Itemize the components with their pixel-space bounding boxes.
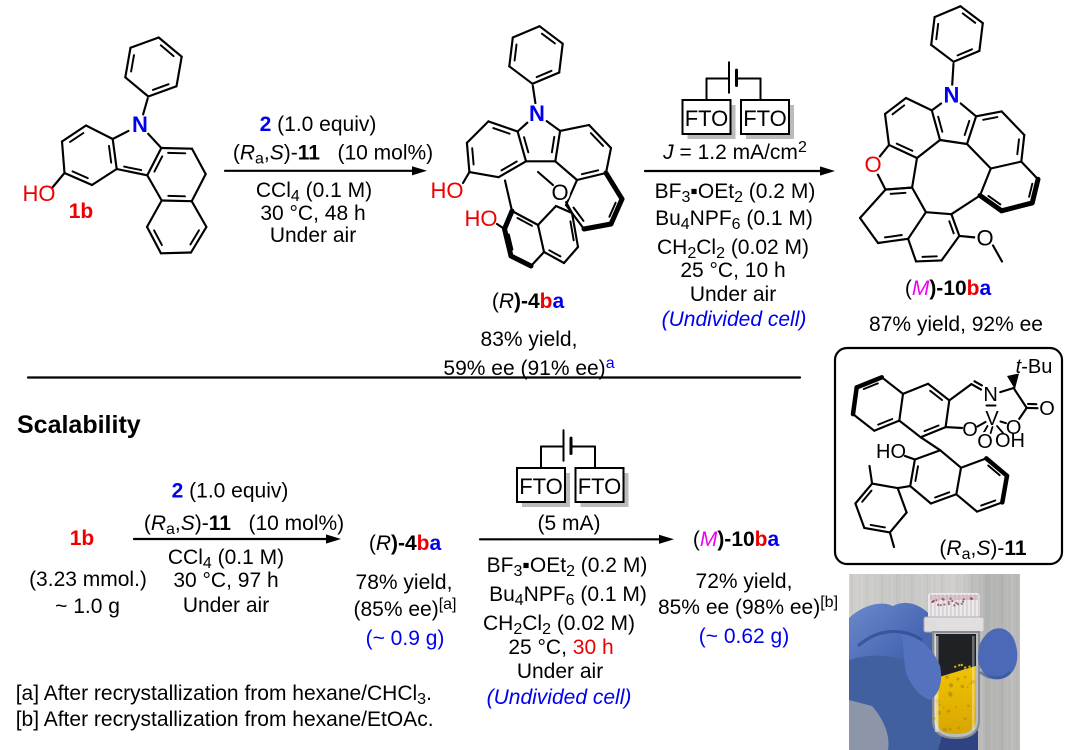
svg-text:Scalability: Scalability [17, 411, 141, 439]
svg-text:J = 1.2 mA/cm2: J = 1.2 mA/cm2 [662, 139, 807, 164]
svg-text:FTO: FTO [685, 106, 729, 131]
svg-text:O: O [1039, 398, 1055, 420]
svg-text:83% yield,: 83% yield, [481, 328, 578, 351]
svg-text:[b] After recrystallization fr: [b] After recrystallization from hexane/… [16, 708, 434, 731]
svg-text:CH2Cl2 (0.02 M): CH2Cl2 (0.02 M) [657, 236, 809, 262]
svg-text:O: O [551, 180, 568, 205]
svg-text:Bu4NPF6 (0.1 M): Bu4NPF6 (0.1 M) [655, 207, 813, 233]
svg-text:1b: 1b [69, 200, 94, 223]
svg-text:85% ee (98% ee)[b]: 85% ee (98% ee)[b] [658, 594, 838, 619]
svg-text:72% yield,: 72% yield, [696, 570, 793, 593]
svg-text:FTO: FTO [743, 106, 787, 131]
svg-text:(Ra,S)-11 (10 mol%): (Ra,S)-11 (10 mol%) [233, 142, 433, 168]
svg-text:O: O [1006, 417, 1022, 439]
svg-text:(M)-10ba: (M)-10ba [693, 528, 780, 551]
svg-text:O: O [977, 431, 993, 453]
svg-text:CCl4 (0.1 M): CCl4 (0.1 M) [256, 179, 372, 205]
svg-text:(M)-10ba: (M)-10ba [905, 277, 992, 300]
svg-text:(~ 0.9 g): (~ 0.9 g) [366, 627, 445, 650]
svg-text:30 °C, 97 h: 30 °C, 97 h [173, 569, 278, 592]
svg-text:t-Bu: t-Bu [1016, 356, 1053, 378]
svg-text:N: N [944, 83, 960, 108]
svg-text:2 (1.0 equiv): 2 (1.0 equiv) [172, 480, 289, 503]
svg-text:(Undivided cell): (Undivided cell) [487, 686, 632, 709]
svg-text:HO: HO [23, 181, 56, 206]
svg-text:HO: HO [431, 178, 464, 203]
svg-text:(85% ee)[a]: (85% ee)[a] [353, 596, 456, 621]
svg-text:[a] After recrystallization fr: [a] After recrystallization from hexane/… [16, 682, 432, 708]
svg-text:FTO: FTO [578, 474, 622, 499]
svg-text:CCl4 (0.1 M): CCl4 (0.1 M) [168, 546, 284, 572]
svg-text:BF3▪OEt2 (0.2 M): BF3▪OEt2 (0.2 M) [655, 180, 816, 206]
svg-text:Under air: Under air [690, 283, 776, 306]
svg-text:N: N [529, 101, 545, 126]
svg-text:O: O [864, 152, 881, 177]
svg-text:(3.23 mmol.): (3.23 mmol.) [29, 568, 147, 591]
svg-text:Under air: Under air [183, 594, 269, 617]
svg-text:59% ee (91% ee)a: 59% ee (91% ee)a [443, 355, 614, 380]
svg-text:25 °C, 30 h: 25 °C, 30 h [508, 636, 613, 659]
svg-text:N: N [983, 384, 997, 406]
svg-text:Under air: Under air [270, 224, 356, 247]
svg-text:O: O [976, 226, 993, 251]
svg-text:(R)-4ba: (R)-4ba [369, 532, 442, 555]
svg-text:25 °C, 10 h: 25 °C, 10 h [680, 259, 785, 282]
svg-text:(Ra,S)-11 (10 mol%): (Ra,S)-11 (10 mol%) [144, 512, 344, 538]
svg-text:87% yield, 92% ee: 87% yield, 92% ee [869, 313, 1043, 336]
svg-text:(Ra,S)-11: (Ra,S)-11 [939, 537, 1026, 563]
svg-text:HO: HO [876, 441, 906, 463]
svg-text:FTO: FTO [519, 474, 563, 499]
svg-text:(R)-4ba: (R)-4ba [492, 290, 565, 313]
svg-text:O: O [962, 419, 978, 441]
svg-text:Bu4NPF6 (0.1 M): Bu4NPF6 (0.1 M) [489, 583, 647, 609]
svg-text:(~ 0.62 g): (~ 0.62 g) [699, 625, 789, 648]
svg-text:BF3▪OEt2 (0.2 M): BF3▪OEt2 (0.2 M) [487, 554, 648, 580]
svg-text:78% yield,: 78% yield, [356, 571, 453, 594]
svg-text:OH: OH [995, 430, 1025, 452]
svg-text:V: V [985, 408, 999, 430]
svg-text:2 (1.0 equiv): 2 (1.0 equiv) [260, 113, 377, 136]
svg-text:N: N [132, 112, 148, 137]
svg-text:30 °C, 48 h: 30 °C, 48 h [260, 202, 365, 225]
svg-text:HO: HO [465, 206, 498, 231]
svg-text:(5 mA): (5 mA) [538, 512, 601, 535]
svg-text:~ 1.0 g: ~ 1.0 g [55, 595, 120, 618]
svg-text:Under air: Under air [517, 660, 603, 683]
svg-text:1b: 1b [70, 527, 95, 550]
svg-text:(Undivided cell): (Undivided cell) [662, 308, 807, 331]
svg-text:CH2Cl2 (0.02 M): CH2Cl2 (0.02 M) [483, 612, 635, 638]
